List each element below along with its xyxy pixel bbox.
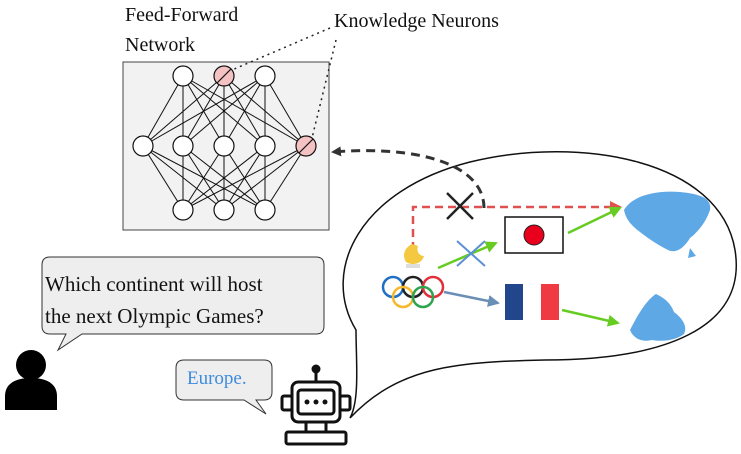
question-text: Which continent will host the next Olympi… [45, 268, 264, 332]
kn-pointer-line [311, 39, 337, 139]
link-arrow [437, 241, 498, 270]
ffn-edge [142, 75, 184, 147]
neuron [172, 199, 194, 221]
edited-path [411, 201, 622, 250]
feedback-arrow [331, 146, 486, 209]
ffn-edge [182, 145, 225, 211]
ffn-title-line1: Feed-Forward [125, 4, 239, 26]
link-arrow [443, 290, 500, 307]
cross-mark [456, 240, 486, 267]
cross-mark [446, 192, 474, 220]
neuron [254, 65, 276, 87]
ffn-edge [264, 75, 307, 147]
link-arrow [561, 308, 620, 327]
ffn-title-line2: Network [125, 34, 195, 56]
answer-bubble [175, 359, 273, 415]
ffn-edge [142, 145, 184, 211]
person-icon [5, 350, 57, 410]
neuron [172, 135, 194, 157]
neuron [132, 135, 154, 157]
europe-map-icon [630, 294, 686, 341]
neuron [254, 199, 276, 221]
ffn-edge [182, 75, 266, 147]
ffn-title: Feed-Forward Network [125, 0, 238, 60]
question-line1: Which continent will host [45, 272, 263, 296]
france-flag-icon [505, 284, 559, 320]
ffn-edge [182, 145, 307, 211]
japan-flag-icon [504, 216, 564, 254]
ffn-edges [142, 75, 307, 211]
neuron [213, 135, 235, 157]
ffn-edge [142, 75, 225, 147]
robot-icon [280, 364, 352, 446]
ffn-edge [182, 145, 266, 211]
knowledge-neurons-label: Knowledge Neurons [334, 10, 499, 32]
ffn-edge [223, 145, 307, 211]
neuron [254, 135, 276, 157]
question-line2: the next Olympic Games? [45, 304, 264, 328]
ffn-edge [142, 75, 266, 147]
question-bubble [41, 256, 325, 352]
neuron [213, 199, 235, 221]
knowledge-neuron-slash [216, 68, 232, 84]
ffn-neurons [132, 65, 317, 221]
ffn-edge [264, 145, 307, 211]
link-arrow [567, 206, 622, 235]
asia-map-icon [624, 191, 711, 258]
torch-icon [404, 244, 424, 268]
ffn-edge [223, 75, 266, 147]
olympic-rings-icon [381, 275, 445, 309]
knowledge-neuron-slash [298, 138, 314, 154]
neuron [172, 65, 194, 87]
answer-text: Europe. [187, 368, 247, 389]
